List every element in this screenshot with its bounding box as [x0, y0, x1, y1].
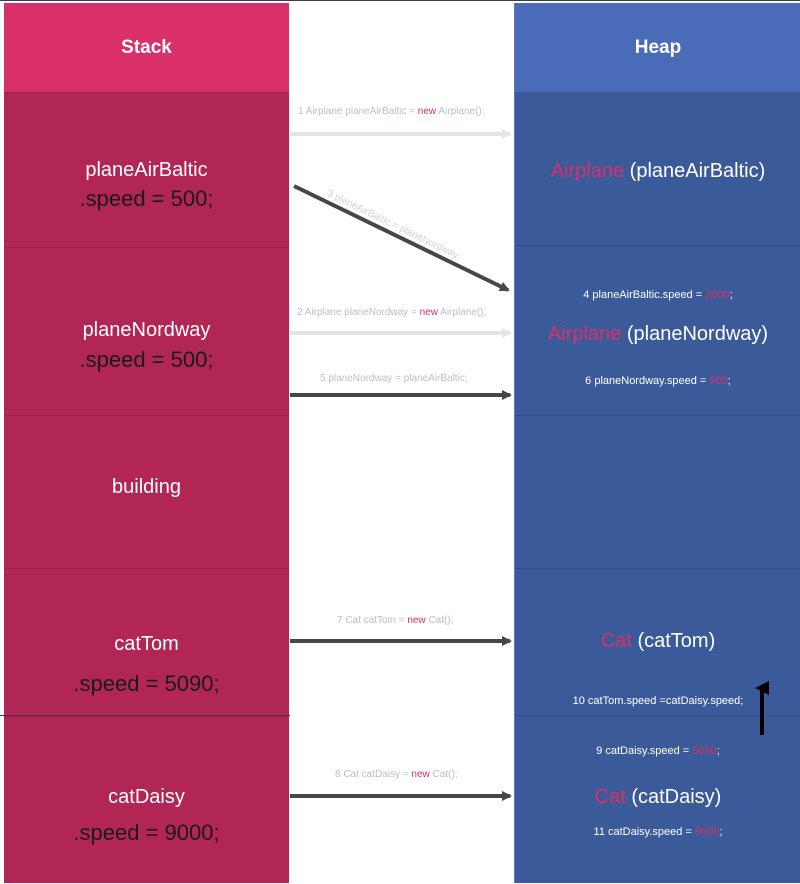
stack-cell-building: building [4, 415, 289, 569]
note-4: 4 planeAirBaltic.speed = 2000; [515, 289, 800, 301]
arrow-label-3: 3 planeAirBaltic = planeNordway; [325, 188, 463, 263]
note-value: 9000 [694, 826, 720, 838]
note-value: 5090 [692, 745, 717, 757]
stack-var-speed: .speed = 500; [79, 347, 214, 372]
note-text: 4 planeAirBaltic.speed = [583, 289, 706, 301]
arrow-label-7: 7 Cat catTom = new Cat(); [337, 615, 453, 626]
note-text: 6 planeNordway.speed = [585, 375, 710, 387]
stack-var-name: planeAirBaltic [85, 159, 208, 181]
label-keyword: new [419, 307, 438, 318]
label-keyword: new [411, 769, 430, 780]
stack-header: Stack [4, 3, 289, 92]
heap-object-class: Cat [594, 786, 626, 808]
stack-var-name: catDaisy [108, 786, 185, 808]
label-text: Cat(); [425, 615, 454, 626]
note-text: 11 catDaisy.speed = [593, 826, 695, 838]
heap-cell-cat-daisy: 9 catDaisy.speed = 5090; Cat (catDaisy) … [515, 715, 800, 884]
stack-cell-cat-tom: catTom .speed = 5090; [4, 568, 289, 717]
note-text: ; [716, 745, 720, 757]
heap-header: Heap [515, 3, 800, 92]
heap-object-ref: (catTom) [631, 630, 716, 652]
arrow-label-5: 5 planeNordway = planeAirBaltic; [320, 373, 468, 384]
stack-cell-plane-nordway: planeNordway .speed = 500; [4, 247, 289, 416]
note-value: 500 [709, 375, 728, 387]
heap-object-ref: (planeAirBaltic) [624, 160, 766, 182]
label-text: 1 Airplane planeAirBaltic = [298, 106, 418, 117]
note-text: ; [719, 826, 723, 838]
stack-cell-cat-daisy: catDaisy .speed = 9000; [4, 716, 289, 884]
stack-var-name: building [112, 476, 181, 498]
label-keyword: new [407, 615, 426, 626]
note-6: 6 planeNordway.speed = 500; [515, 375, 800, 387]
arrow-label-8: 8 Cat catDaisy = new Cat(); [335, 769, 458, 780]
note-9: 9 catDaisy.speed = 5090; [515, 745, 800, 757]
label-keyword: new [417, 106, 437, 117]
note-text: ; [729, 289, 733, 301]
label-text: 7 Cat catTom = [337, 615, 408, 626]
stack-var-speed: .speed = 9000; [73, 820, 220, 845]
label-text: Airplane(); [436, 106, 485, 117]
heap-cell-air-baltic: Airplane (planeAirBaltic) [515, 92, 800, 245]
arrow-label-2: 2 Airplane planeNordway = new Airplane()… [297, 307, 486, 318]
label-text: Cat(); [429, 769, 458, 780]
divider-line [0, 715, 290, 716]
heap-object-cat-tom: Cat (catTom) [515, 630, 800, 653]
label-text: Airplane(); [437, 307, 487, 318]
heap-title: Heap [634, 36, 682, 58]
heap-cell-empty [515, 415, 800, 569]
heap-object-class: Airplane [550, 160, 625, 182]
heap-object-cat-daisy: Cat (catDaisy) [515, 786, 800, 809]
stack-column: Stack planeAirBaltic .speed = 500; plane… [4, 3, 289, 883]
heap-object-air-baltic: Airplane (planeAirBaltic) [515, 160, 800, 183]
label-text: 8 Cat catDaisy = [335, 769, 412, 780]
note-10: 10 catTom.speed =catDaisy.speed; [572, 695, 744, 707]
label-text: 2 Airplane planeNordway = [297, 307, 420, 318]
stack-var-speed: .speed = 500; [79, 186, 214, 211]
heap-column: Heap Airplane (planeAirBaltic) 4 planeAi… [514, 3, 800, 883]
heap-object-nordway: Airplane (planeNordway) [515, 323, 800, 346]
stack-var-speed: .speed = 5090; [73, 671, 220, 696]
stack-title: Stack [121, 36, 172, 58]
stack-var-name: planeNordway [82, 319, 211, 341]
heap-object-class: Cat [600, 630, 632, 652]
heap-object-ref: (planeNordway) [621, 323, 769, 345]
stack-cell-plane-air-baltic: planeAirBaltic .speed = 500; [4, 92, 289, 248]
heap-cell-nordway: 4 planeAirBaltic.speed = 2000; Airplane … [515, 245, 800, 416]
heap-cell-cat-tom: Cat (catTom) 10 catTom.speed =catDaisy.s… [515, 568, 800, 716]
top-border [0, 0, 800, 1]
note-text: ; [727, 375, 731, 387]
heap-object-ref: (catDaisy) [625, 786, 722, 808]
stack-var-name: catTom [114, 633, 179, 655]
heap-object-class: Airplane [547, 323, 622, 345]
note-11: 11 catDaisy.speed = 9000; [515, 826, 800, 838]
note-text: 9 catDaisy.speed = [596, 745, 693, 757]
arrow-3 [293, 184, 510, 292]
arrow-label-1: 1 Airplane planeAirBaltic = new Airplane… [298, 106, 485, 117]
note-value: 2000 [705, 289, 730, 301]
